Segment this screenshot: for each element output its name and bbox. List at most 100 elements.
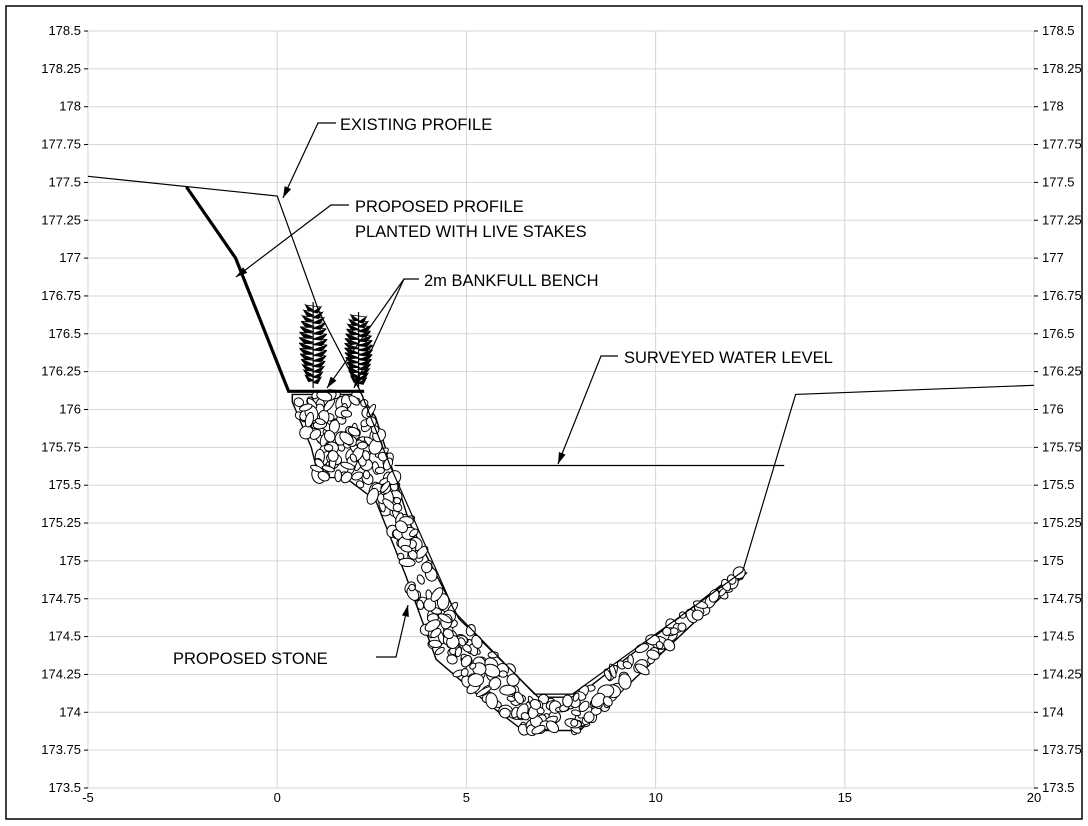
y-tick-label-left: 174.25 (41, 666, 81, 681)
stone (351, 471, 364, 481)
leaf (299, 326, 314, 334)
stone (366, 487, 379, 505)
stone (499, 684, 517, 696)
x-tick-label: 15 (838, 790, 852, 805)
stone (583, 711, 595, 723)
twig (344, 347, 373, 351)
twig (300, 353, 327, 357)
leaf (300, 320, 316, 328)
y-tick-label-left: 177 (59, 250, 81, 265)
twig (299, 348, 327, 351)
y-tick-label-right: 174.75 (1042, 591, 1082, 606)
y-tick-label-right: 175.5 (1042, 477, 1075, 492)
y-tick-label-left: 176 (59, 402, 81, 417)
y-tick-label-left: 175 (59, 553, 81, 568)
twig (300, 326, 327, 330)
twig (305, 304, 321, 308)
stone (362, 450, 371, 461)
stone (428, 639, 443, 649)
twig (347, 324, 370, 327)
label-proposed-profile: PROPOSED PROFILE (355, 198, 524, 216)
leader-proposed-stone (376, 604, 409, 658)
stone (602, 696, 613, 707)
leaf (358, 344, 373, 352)
stone (536, 707, 545, 715)
stone (374, 466, 385, 475)
leader-proposed-profile (235, 204, 349, 278)
stone (347, 426, 361, 437)
y-tick-label-left: 176.5 (48, 326, 81, 341)
stone (395, 520, 408, 534)
stone (570, 718, 579, 727)
stone (421, 561, 433, 574)
stone (529, 698, 542, 710)
stone (348, 395, 360, 406)
leaf (357, 320, 370, 329)
stone (499, 707, 511, 719)
y-tick-label-right: 173.75 (1042, 742, 1082, 757)
stone (572, 692, 580, 702)
stone (513, 691, 524, 705)
y-tick-label-right: 174.25 (1042, 666, 1082, 681)
x-tick-label: -5 (82, 790, 94, 805)
stone (356, 441, 368, 450)
stone (645, 634, 660, 646)
stone (293, 397, 305, 407)
proposed-stone-fill (291, 389, 748, 737)
leader-surveyed-water-level (557, 355, 618, 465)
twig (301, 320, 326, 324)
stone (321, 465, 335, 473)
leader-existing-profile (282, 122, 336, 199)
outer-frame (5, 5, 1083, 820)
leaf (358, 358, 372, 366)
twig (305, 375, 321, 378)
proposed-profile-line (185, 185, 365, 393)
stone (442, 628, 454, 640)
label-surveyed-water-level: SURVEYED WATER LEVEL (624, 349, 833, 367)
stone (400, 544, 413, 553)
twig (344, 338, 373, 341)
leaf (300, 314, 315, 323)
leaf (357, 376, 368, 385)
stone (506, 695, 516, 702)
y-tick-label-left: 175.5 (48, 477, 81, 492)
stone (408, 583, 416, 592)
stone (454, 646, 462, 658)
stone (304, 411, 315, 428)
leaf (357, 315, 368, 324)
twig (349, 319, 368, 323)
leaf (302, 309, 315, 317)
stone (340, 471, 353, 484)
y-tick-label-right: 178 (1042, 99, 1064, 114)
y-tick-label-right: 173.5 (1042, 780, 1075, 795)
stone (590, 692, 606, 708)
y-tick-label-right: 177.75 (1042, 137, 1082, 152)
twig (347, 366, 370, 370)
label-proposed-stone: PROPOSED STONE (173, 650, 328, 668)
leaf (302, 368, 315, 377)
stone (467, 673, 484, 688)
stone (424, 619, 441, 632)
stone (423, 598, 437, 612)
stone (469, 662, 477, 670)
stone (317, 470, 330, 482)
leaf (299, 331, 314, 339)
stone (655, 641, 664, 650)
y-tick-label-left: 175.25 (41, 515, 81, 530)
leaf (299, 347, 314, 355)
y-tick-label-left: 174.75 (41, 591, 81, 606)
twig (299, 342, 328, 346)
twig (302, 315, 324, 319)
grid (87, 30, 1035, 789)
leaf (300, 363, 315, 372)
stone (323, 443, 334, 452)
stone (520, 712, 530, 721)
stone (460, 655, 472, 668)
twig (299, 331, 327, 335)
leaf (358, 335, 372, 343)
stone (475, 686, 492, 697)
leader-bankfull-bench-b-arrowhead (354, 376, 363, 388)
y-tick-label-left: 177.5 (48, 174, 81, 189)
profiles (87, 175, 1035, 695)
